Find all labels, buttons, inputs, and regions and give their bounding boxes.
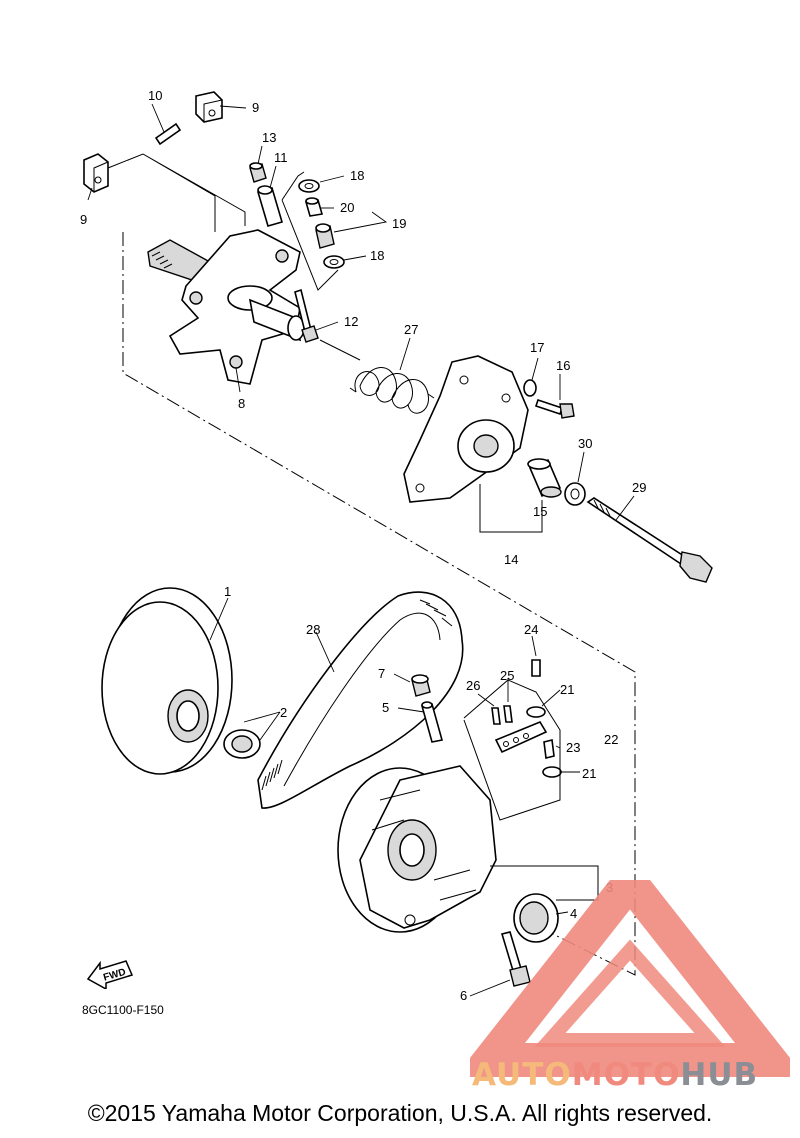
- callout-30: 30: [578, 436, 592, 451]
- slider-block-top: [195, 91, 223, 123]
- callout-27: 27: [404, 322, 418, 337]
- callout-15: 15: [533, 504, 547, 519]
- callout-2: 2: [280, 705, 287, 720]
- weight-plate-22: [494, 720, 548, 754]
- slider-block-left: [83, 153, 109, 193]
- callout-28: 28: [306, 622, 320, 637]
- callout-23: 23: [566, 740, 580, 755]
- callout-19: 19: [392, 216, 406, 231]
- movable-sheave-1: [101, 587, 233, 775]
- washer-18-bottom: [323, 255, 345, 269]
- bolt-6: [500, 931, 531, 987]
- nut-7: [411, 674, 431, 697]
- callout-18-top: 18: [350, 168, 364, 183]
- watermark-text: AUTOMOTOHUB: [472, 1057, 758, 1093]
- pin-10: [154, 122, 182, 146]
- washer-21-top: [526, 706, 546, 718]
- callout-14: 14: [504, 552, 518, 567]
- bushing-4: [513, 893, 559, 943]
- bolt-26: [491, 707, 501, 725]
- callout-6: 6: [460, 988, 467, 1003]
- callout-12: 12: [344, 314, 358, 329]
- callout-25: 25: [500, 668, 514, 683]
- bracket-14-15: [479, 484, 543, 533]
- bushing-15: [527, 458, 562, 498]
- spider-hub-assembly: [147, 229, 305, 385]
- callout-17: 17: [530, 340, 544, 355]
- bracket-18-19: [281, 171, 339, 291]
- bracket-3-4: [490, 865, 599, 901]
- movable-sheave-body-3: [337, 765, 497, 933]
- callout-16: 16: [556, 358, 570, 373]
- callout-numbers: 1 2 3 4 5 6 7 8 9 9 10 11 12 13 14 15 16…: [80, 88, 646, 1003]
- callout-8: 8: [238, 396, 245, 411]
- leader-lines: [87, 103, 635, 997]
- automotohub-logo-icon: [470, 880, 790, 1077]
- washer-21-bottom: [542, 766, 562, 778]
- drive-belt-28: [257, 591, 464, 809]
- callout-1: 1: [224, 584, 231, 599]
- callout-7: 7: [378, 666, 385, 681]
- nut-13: [249, 162, 267, 183]
- callout-9-left: 9: [80, 212, 87, 227]
- watermark-hub: HUB: [680, 1057, 759, 1093]
- assembly-boundary-line: [122, 232, 636, 976]
- callout-9-top: 9: [252, 100, 259, 115]
- watermark-auto: AUTO: [472, 1057, 572, 1093]
- pin-23: [543, 739, 555, 759]
- callout-18-bottom: 18: [370, 248, 384, 263]
- diagram-code: 8GC1100-F150: [82, 1003, 164, 1017]
- callout-21-bottom: 21: [582, 766, 596, 781]
- callout-29: 29: [632, 480, 646, 495]
- watermark-moto: MOTO: [571, 1057, 681, 1093]
- washer-30: [564, 482, 586, 506]
- callout-5: 5: [382, 700, 389, 715]
- bolt-24: [531, 659, 541, 677]
- callout-20: 20: [340, 200, 354, 215]
- collar-20: [304, 197, 324, 217]
- bolt-25: [503, 705, 513, 723]
- callout-13: 13: [262, 130, 276, 145]
- callout-10: 10: [148, 88, 162, 103]
- forward-arrow-icon: FWD: [86, 960, 134, 989]
- callout-4: 4: [570, 906, 577, 921]
- bolt-16: [534, 398, 575, 419]
- bushing-2: [223, 729, 261, 759]
- callout-26: 26: [466, 678, 480, 693]
- bracket-lines-top: [107, 153, 246, 232]
- washer-17: [523, 379, 537, 397]
- long-bolt-29: [586, 497, 713, 583]
- callout-11: 11: [274, 150, 288, 165]
- spring-27: [319, 339, 435, 414]
- bolt-12: [294, 288, 319, 343]
- washer-18-top: [298, 179, 320, 193]
- roller-19: [315, 223, 335, 249]
- callout-24: 24: [524, 622, 538, 637]
- collar-5: [420, 701, 444, 743]
- spring-cover-14: [403, 355, 529, 503]
- callout-22: 22: [604, 732, 618, 747]
- copyright-notice: ©2015 Yamaha Motor Corporation, U.S.A. A…: [87, 1100, 713, 1126]
- collar-11: [257, 185, 283, 227]
- callout-21-top: 21: [560, 682, 574, 697]
